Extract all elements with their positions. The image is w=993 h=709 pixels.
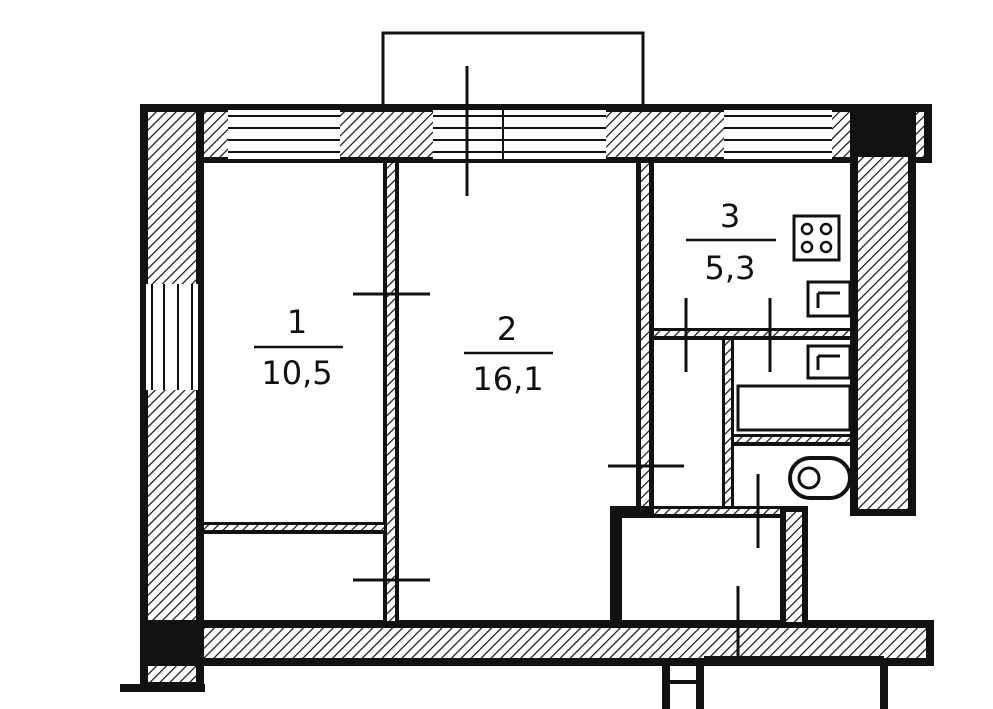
room-label-2: 2 16,1 (464, 310, 553, 398)
stove-icon (792, 214, 841, 262)
toilet-icon (788, 456, 852, 500)
room-area: 16,1 (472, 360, 543, 398)
sink-icon (806, 344, 852, 380)
room-number: 1 (287, 303, 307, 341)
room-number: 2 (497, 310, 517, 348)
bathtub-icon (736, 384, 852, 432)
room-label-3: 3 5,3 (686, 197, 776, 287)
door-marks (353, 66, 772, 662)
sink-icon (806, 280, 852, 318)
room-area: 10,5 (261, 354, 332, 392)
balcony (381, 31, 645, 108)
room-number: 3 (720, 197, 740, 235)
interior-walls (204, 163, 850, 622)
room-label-1: 1 10,5 (254, 303, 343, 392)
windows (146, 110, 832, 390)
outer-walls (120, 104, 934, 709)
room-area: 5,3 (705, 249, 756, 287)
